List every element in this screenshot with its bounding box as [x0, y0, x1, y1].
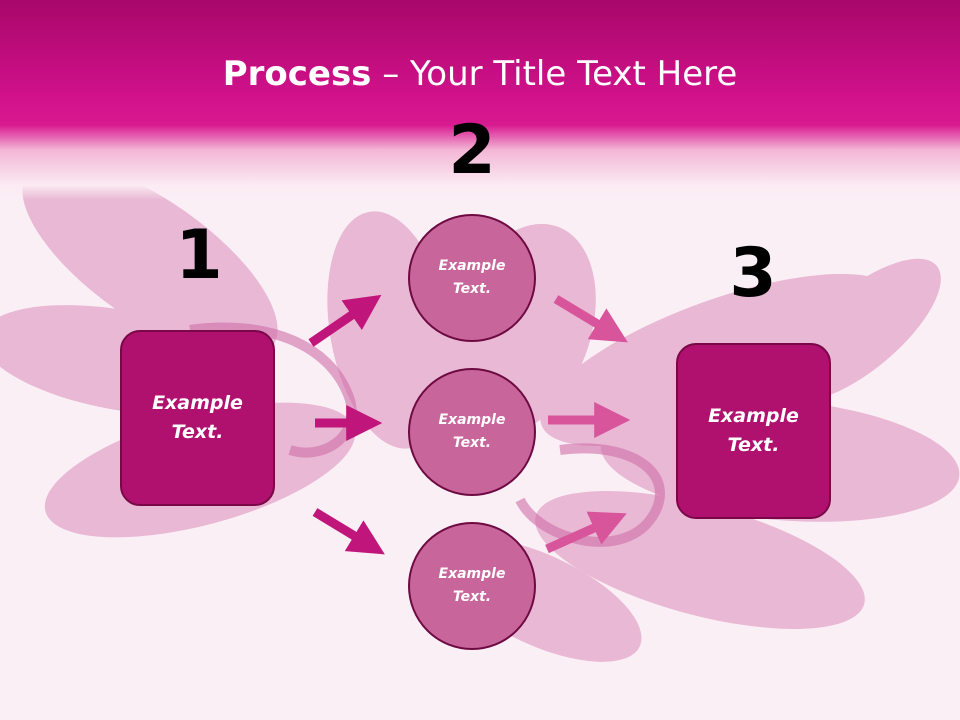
arrow-to-top-circle — [308, 294, 382, 347]
bottom-circle-text: Example Text. — [438, 566, 506, 605]
left-box-text: Example Text. — [152, 392, 243, 443]
arrow-to-bottom-circle — [312, 508, 385, 555]
arrow-bottom-to-right-box — [545, 511, 627, 554]
middle-circle-text: Example Text. — [438, 412, 506, 451]
left-process-box[interactable]: Example Text. — [120, 330, 275, 506]
step-number-1: 1 — [175, 216, 223, 295]
right-box-text: Example Text. — [708, 405, 799, 456]
middle-process-circle[interactable]: Example Text. — [408, 368, 536, 496]
top-process-circle[interactable]: Example Text. — [408, 214, 536, 342]
title-rest: – Your Title Text Here — [371, 54, 738, 94]
slide-title: Process – Your Title Text Here — [0, 52, 960, 96]
title-bold: Process — [222, 54, 372, 94]
arrow-top-to-right-box — [553, 295, 628, 343]
step-number-2: 2 — [448, 111, 496, 190]
step-number-3: 3 — [729, 234, 777, 313]
right-process-box[interactable]: Example Text. — [676, 343, 831, 519]
top-circle-text: Example Text. — [438, 258, 506, 297]
bottom-process-circle[interactable]: Example Text. — [408, 522, 536, 650]
title-band — [0, 0, 960, 200]
